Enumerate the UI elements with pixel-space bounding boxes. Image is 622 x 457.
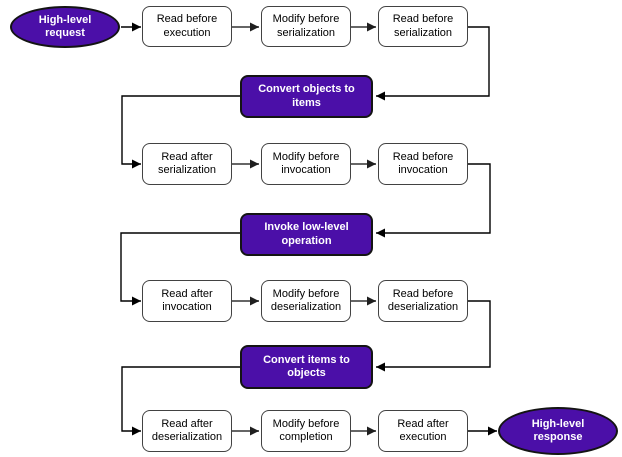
node-convert-objects-to-items: Convert objects to items <box>240 75 373 118</box>
node-read-before-deserialization: Read before deserialization <box>378 280 468 322</box>
node-read-before-serialization: Read before serialization <box>378 6 468 47</box>
arrow-read-before-serialization-to-convert-objects-to-items <box>376 26 490 101</box>
node-label: Read before invocation <box>392 150 454 176</box>
node-read-after-serialization: Read after serialization <box>142 143 232 185</box>
node-read-before-execution: Read before execution <box>142 6 232 47</box>
node-modify-before-completion: Modify before completion <box>261 410 351 452</box>
arrow-read-before-deserialization-to-convert-items-to-objects <box>376 300 491 372</box>
node-label: Read after invocation <box>161 287 213 313</box>
node-read-after-deserialization: Read after deserialization <box>142 410 232 452</box>
node-label: Read before serialization <box>392 13 454 39</box>
node-label: High-level request <box>38 13 92 39</box>
node-high-level-request: High-level request <box>10 6 120 48</box>
node-read-after-invocation: Read after invocation <box>142 280 232 322</box>
node-high-level-response: High-level response <box>498 407 618 455</box>
node-label: Modify before completion <box>272 417 340 443</box>
node-label: Invoke low-level operation <box>264 221 349 247</box>
node-label: High-level response <box>531 417 585 443</box>
arrow-invoke-low-level-operation-to-read-after-invocation <box>120 232 240 306</box>
arrow-read-before-invocation-to-invoke-low-level-operation <box>376 163 491 238</box>
arrow-convert-items-to-objects-to-read-after-deserialization <box>121 366 240 436</box>
node-modify-before-deserialization: Modify before deserialization <box>261 280 351 322</box>
node-convert-items-to-objects: Convert items to objects <box>240 345 373 389</box>
node-label: Modify before serialization <box>272 13 340 39</box>
node-label: Read after execution <box>397 417 449 443</box>
node-read-before-invocation: Read before invocation <box>378 143 468 185</box>
node-label: Read before deserialization <box>387 287 459 313</box>
node-label: Read before execution <box>156 13 218 39</box>
node-label: Read after serialization <box>157 150 217 176</box>
node-label: Convert items to objects <box>263 353 350 379</box>
node-label: Read after deserialization <box>151 417 223 443</box>
node-invoke-low-level-operation: Invoke low-level operation <box>240 213 373 256</box>
node-modify-before-serialization: Modify before serialization <box>261 6 351 47</box>
arrow-convert-objects-to-items-to-read-after-serialization <box>121 95 240 169</box>
node-read-after-execution: Read after execution <box>378 410 468 452</box>
node-label: Convert objects to items <box>258 83 355 109</box>
node-modify-before-invocation: Modify before invocation <box>261 143 351 185</box>
node-label: Modify before invocation <box>272 150 340 176</box>
node-label: Modify before deserialization <box>270 287 342 313</box>
